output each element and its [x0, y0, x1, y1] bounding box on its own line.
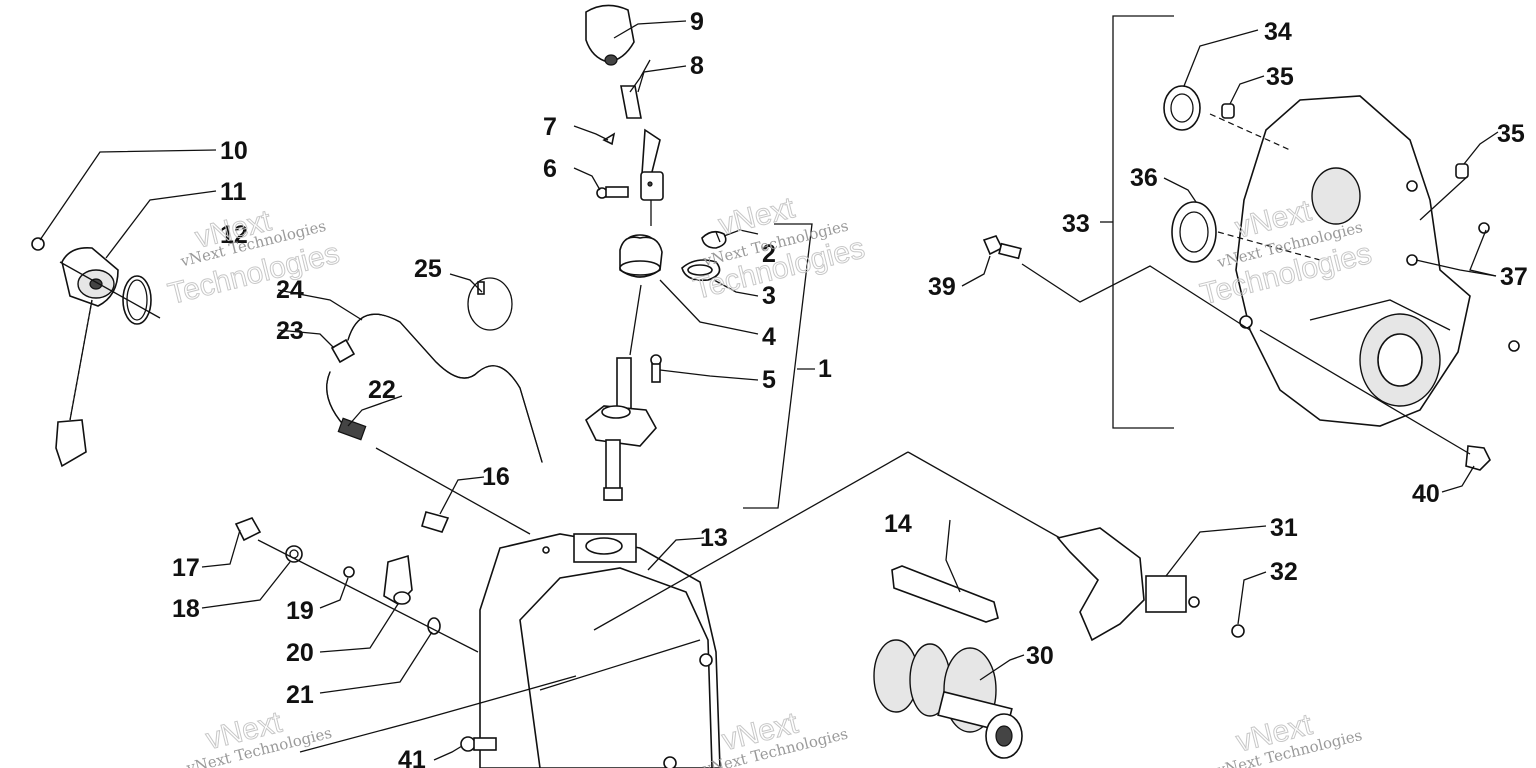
- callout-24: 24: [276, 276, 304, 304]
- clamp-2: [701, 230, 727, 249]
- washer-18: [285, 545, 303, 563]
- callout-6: 6: [543, 155, 557, 183]
- nut-40: [1465, 445, 1491, 471]
- cover-33: [1235, 95, 1471, 427]
- callout-34: 34: [1264, 18, 1292, 46]
- callout-33: 33: [1062, 210, 1090, 238]
- callout-16: 16: [482, 463, 510, 491]
- seal-34: [1163, 85, 1201, 131]
- callout-5: 5: [762, 366, 776, 394]
- callout-21: 21: [286, 681, 314, 709]
- leader-cover-axis-5: [1419, 175, 1469, 221]
- callout-20: 20: [286, 639, 314, 667]
- sensor-20: [383, 554, 413, 605]
- callout-35b: 35: [1497, 120, 1525, 148]
- boot-4: [619, 234, 663, 278]
- screw-10: [31, 237, 45, 251]
- callout-36: 36: [1130, 164, 1158, 192]
- callout-22: 22: [368, 376, 396, 404]
- sensor-11: [55, 246, 119, 468]
- bolt-39: [982, 235, 1022, 260]
- callout-17: 17: [172, 554, 200, 582]
- watermark-6: vNext vNext Technologies: [1214, 707, 1364, 768]
- callout-32: 32: [1270, 558, 1298, 586]
- shift-lever-upper: [620, 59, 661, 175]
- callout-25: 25: [414, 255, 442, 283]
- ring-25: [467, 277, 513, 331]
- callout-37: 37: [1500, 263, 1528, 291]
- callout-31: 31: [1270, 514, 1298, 542]
- leader-sensor-axis-2: [257, 539, 479, 653]
- nut-32: [1231, 624, 1245, 638]
- callout-11: 11: [220, 178, 247, 206]
- fitting-23: [330, 338, 356, 364]
- callout-leaders: [39, 20, 1499, 761]
- hose-24: [347, 313, 543, 463]
- seal-36: [1171, 201, 1217, 263]
- hose-22: [326, 371, 367, 441]
- callout-labels: 1 2 3 4 5 6 7 8 9 10 11 12 13 14 16 17 1…: [172, 8, 1528, 768]
- leader-hose-axis: [375, 447, 531, 535]
- shift-rail-14: [891, 565, 999, 623]
- callout-23: 23: [276, 317, 304, 345]
- callout-2: 2: [762, 240, 776, 268]
- screw-19: [343, 566, 355, 578]
- callout-1: 1: [818, 355, 832, 383]
- callout-40: 40: [1412, 480, 1440, 508]
- bracket-1: [743, 223, 815, 509]
- housing-13: [479, 533, 721, 768]
- leader-cover-axis-2: [1217, 231, 1321, 261]
- callout-39: 39: [928, 273, 956, 301]
- gear-shaft-30: [873, 639, 1023, 759]
- leader-cover-axis-4: [1259, 329, 1471, 455]
- callout-7: 7: [543, 113, 557, 141]
- callout-19: 19: [286, 597, 314, 625]
- clamp-3: [681, 259, 721, 282]
- bolt-17: [234, 517, 262, 542]
- callout-12: 12: [220, 221, 248, 249]
- callout-10: 10: [220, 137, 248, 165]
- fork-assembly-31: [1056, 527, 1200, 642]
- lever-clamp: [640, 171, 664, 226]
- callout-30: 30: [1026, 642, 1054, 670]
- callout-8: 8: [690, 52, 704, 80]
- dowel-16: [421, 511, 450, 533]
- bolt-6: [596, 186, 629, 199]
- dowel-35b: [1455, 163, 1469, 179]
- callout-3: 3: [762, 282, 776, 310]
- callout-4: 4: [762, 323, 776, 351]
- bolt-41: [460, 736, 497, 752]
- leader-shaft: [629, 284, 642, 356]
- bracket-33: [1100, 15, 1174, 429]
- dowel-35a: [1221, 103, 1235, 119]
- watermark-1: vNext vNext Technologies Technologies: [164, 204, 343, 312]
- screw-7: [602, 132, 616, 146]
- callout-14: 14: [884, 510, 912, 538]
- callout-35a: 35: [1266, 63, 1294, 91]
- screw-5: [650, 354, 662, 383]
- shift-knob: [585, 4, 635, 66]
- leader-housing-axis: [593, 451, 909, 631]
- leader-cover-axis-1: [1209, 113, 1291, 151]
- callout-13: 13: [700, 524, 728, 552]
- callout-9: 9: [690, 8, 704, 36]
- callout-41: 41: [398, 746, 426, 768]
- shifter-base: [584, 357, 657, 501]
- callout-18: 18: [172, 595, 200, 623]
- leader-fork-axis: [907, 451, 1061, 539]
- leader-cover-axis-3: [1021, 263, 1251, 331]
- leader-sensor-axis: [59, 261, 161, 319]
